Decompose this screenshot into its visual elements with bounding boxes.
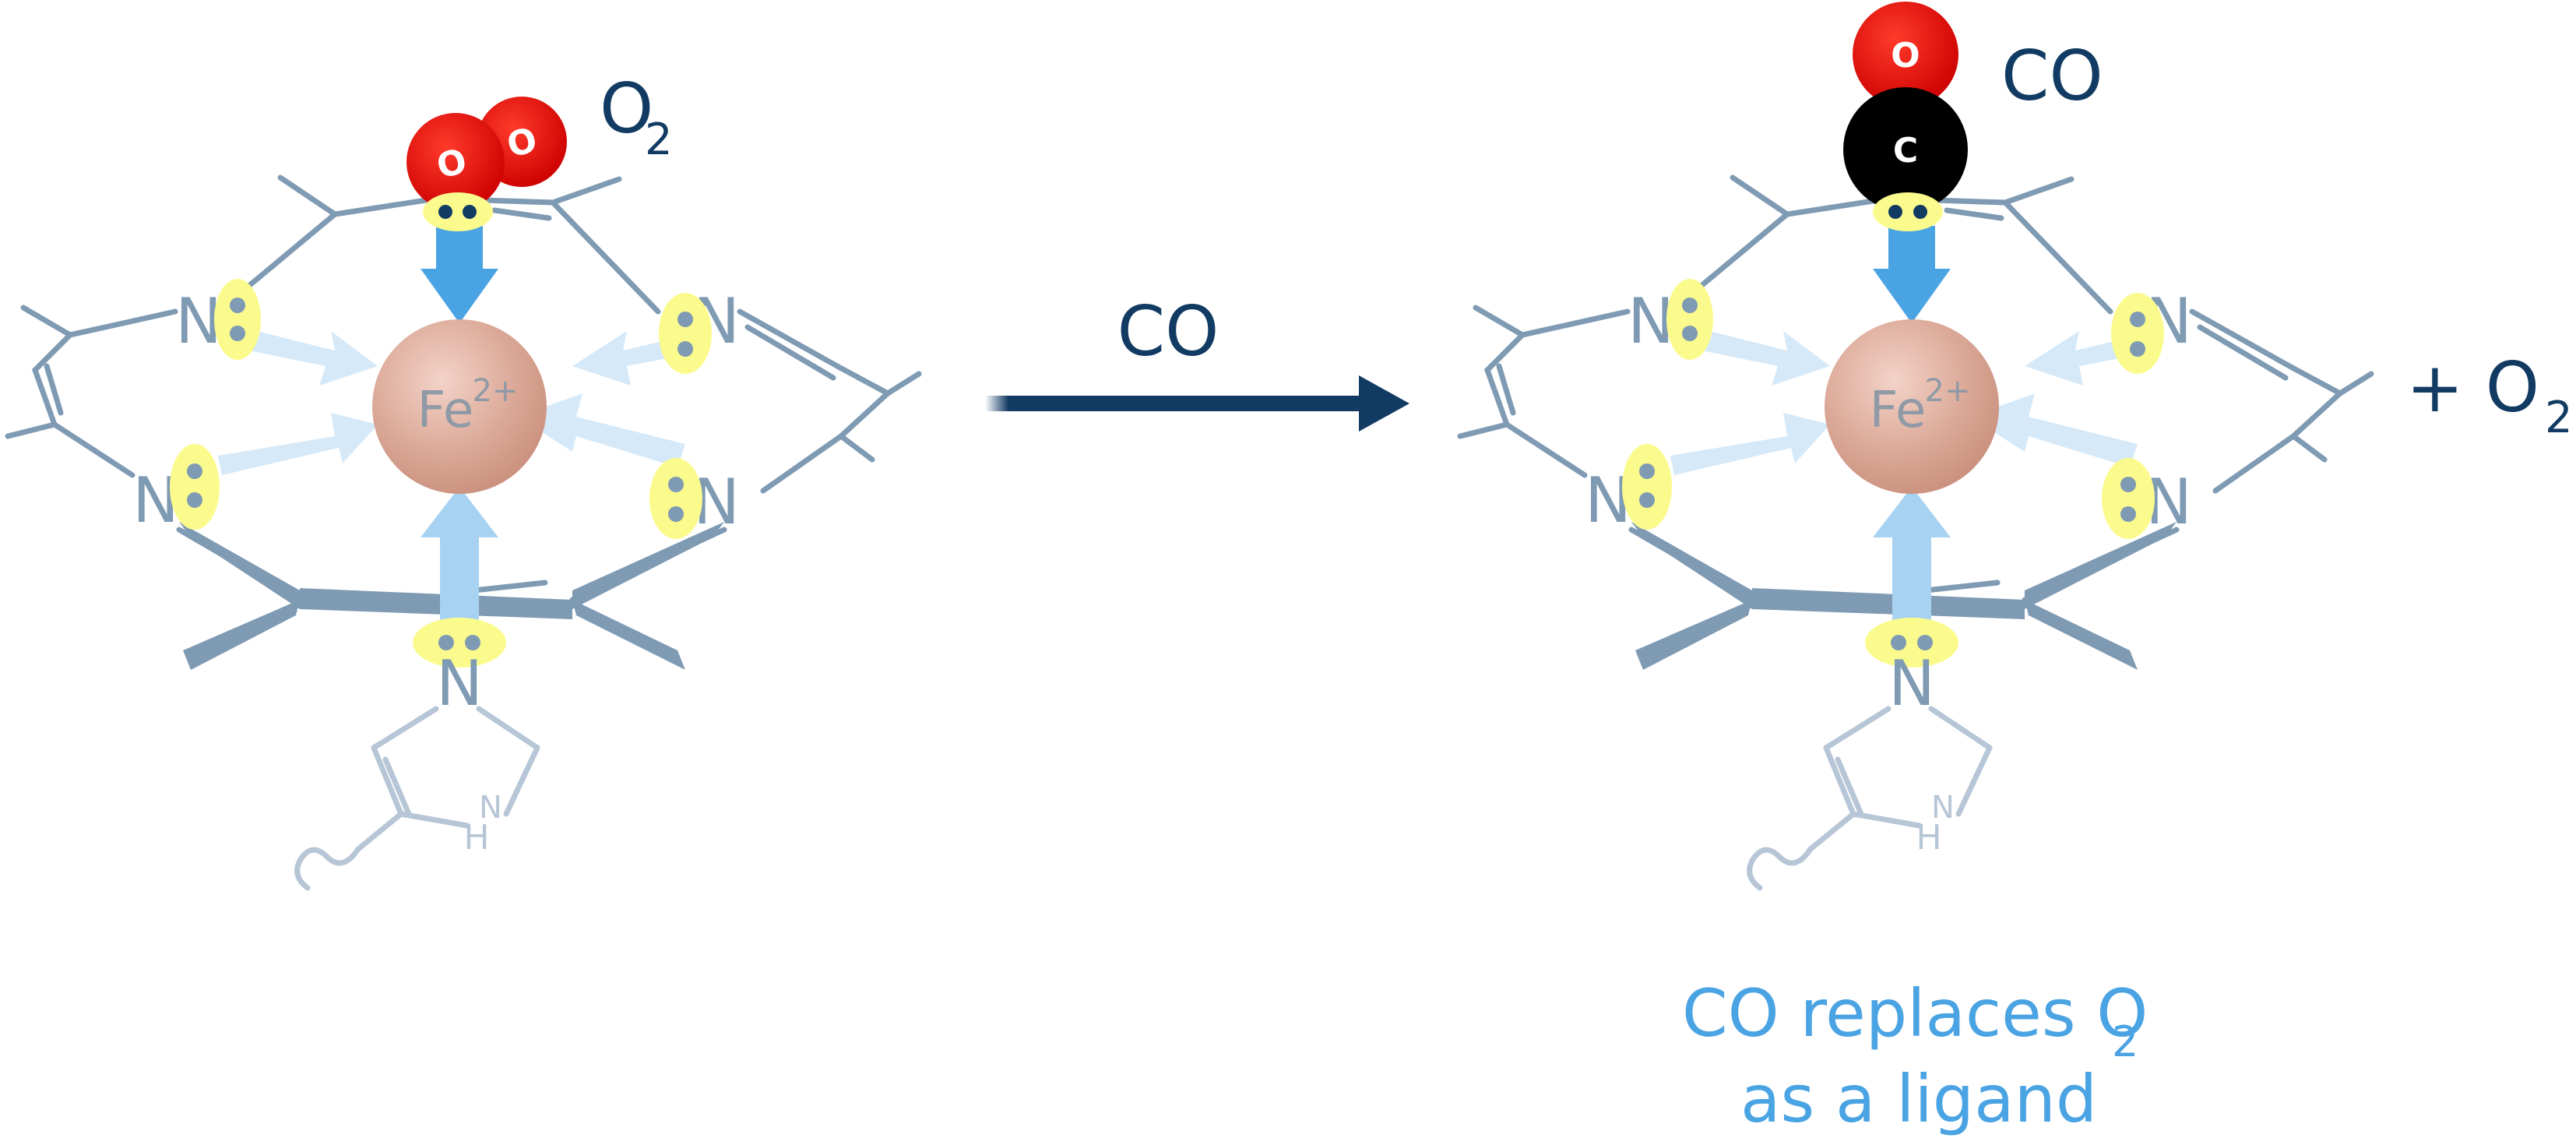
caption-line-1-subscript: 2 [2112,1017,2138,1066]
lone-pair-dot [668,506,684,522]
right-lone-pair-upper-right [2111,293,2164,374]
caption-line-1: CO replaces O [1682,975,2148,1052]
lone-pair-dot [465,635,480,650]
product-o2-subscript: 2 [2545,393,2573,443]
left-histidine-nh-n-label: N [479,790,502,826]
right-heme-complex: H N Fe 2+ N N N [1457,2,2374,891]
lone-pair-dot [2120,506,2136,522]
left-nitrogen-upper-left: N [175,279,261,360]
left-lone-pair-lower-right [649,458,702,539]
lone-pair-dot [1682,298,1698,313]
lone-pair-dot [1639,492,1655,508]
left-o2-label: O 2 [600,69,673,165]
right-carbon-atom [1843,87,1968,212]
right-carbon-label: C [1893,131,1918,171]
left-histidine-donor-arrow [421,487,498,623]
lone-pair-dot [668,477,684,492]
right-histidine-nitrogen: N [1865,618,1958,720]
left-histidine: H N [294,706,540,891]
right-nitrogen-upper-left: N [1628,279,1713,360]
left-nitrogen-upper-right: N [659,285,740,374]
left-lone-pair-histidine [413,618,506,668]
right-lone-pair-co [1873,192,1943,231]
right-co-donor-arrow [1873,226,1951,323]
right-iron-symbol: Fe [1870,382,1927,439]
product-o2: + O 2 [2406,347,2573,443]
right-donor-arrows [1670,226,2161,623]
right-histidine: H N [1747,706,1993,891]
reaction-reagent-label: CO [1117,291,1219,372]
lone-pair-dot [438,635,454,650]
lone-pair-dot [463,205,477,219]
left-lone-pair-upper-left [214,279,261,360]
lone-pair-dot [1917,635,1933,650]
left-o2-donor-arrow [421,226,498,323]
left-iron-sphere [372,319,547,494]
lone-pair-dot [1891,635,1906,650]
right-lone-pair-lower-left [1622,444,1672,530]
left-heme-complex: H N Fe 2+ N N [5,69,922,891]
right-iron-charge: 2+ [1925,373,1971,409]
left-nitrogen-lower-right: N [649,458,740,539]
left-lone-pair-lower-left [170,444,220,530]
lone-pair-dot [438,205,452,219]
caption-line-2: as a ligand [1740,1061,2097,1137]
lone-pair-dot [1639,463,1655,479]
right-iron-center: Fe 2+ [1825,319,1999,494]
left-o2-label-subscript: 2 [645,114,673,165]
reaction-arrow-shaft [985,396,1374,411]
right-co-molecule: O C [1843,2,1968,231]
left-iron-charge: 2+ [473,373,519,409]
right-histidine-donor-arrow [1873,487,1951,623]
product-o2-label: + O [2406,347,2539,428]
left-nitrogen-lower-left: N [132,444,220,537]
right-n-histidine: N [1888,647,1935,720]
right-nitrogen-lower-right: N [2102,458,2192,539]
left-lone-pair-o2 [423,192,493,231]
left-lone-pair-upper-right [659,293,712,374]
lone-pair-dot [1888,205,1902,219]
lone-pair-dot [187,492,202,508]
right-n-upper-left: N [1628,285,1674,358]
lone-pair-dot [2130,312,2145,327]
left-donor-arrows [218,226,709,623]
right-lone-pair-lower-right [2102,458,2155,539]
lone-pair-dot [1682,326,1698,341]
right-oxygen-atom [1853,2,1958,107]
right-histidine-nh-n-label: N [1931,790,1955,826]
right-co-label: CO [2001,36,2103,116]
right-nitrogen-lower-left: N [1585,444,1672,537]
left-n-histidine: N [436,647,483,720]
lone-pair-dot [677,312,693,327]
lone-pair-dot [230,326,245,341]
right-oxygen-label: O [1891,36,1920,76]
right-histidine-h-label: H [1916,818,1941,858]
lone-pair-dot [230,298,245,313]
right-nitrogen-upper-right: N [2111,285,2192,374]
left-histidine-nitrogen: N [413,618,506,720]
left-histidine-h-label: H [463,818,489,858]
right-iron-sphere [1825,319,1999,494]
left-iron-symbol: Fe [417,382,474,439]
left-iron-center: Fe 2+ [372,319,547,494]
lone-pair-dot [187,463,202,479]
right-porphyrin-wedges [1631,522,2177,670]
left-n-upper-left: N [175,285,222,358]
left-oxygen-atom-1 [406,113,505,211]
caption: CO replaces O 2 as a ligand [1682,975,2148,1137]
reaction-arrow-group: CO [985,291,1409,432]
left-o2-label-o: O [600,69,653,149]
lone-pair-dot [2120,477,2136,492]
left-o2-molecule: O O [406,97,567,231]
lone-pair-dot [1913,205,1927,219]
lone-pair-dot [2130,341,2145,357]
reaction-arrow-head [1359,375,1409,432]
lone-pair-dot [677,341,693,357]
left-porphyrin-wedges [179,522,724,670]
right-lone-pair-upper-left [1666,279,1713,360]
right-lone-pair-histidine [1865,618,1958,668]
